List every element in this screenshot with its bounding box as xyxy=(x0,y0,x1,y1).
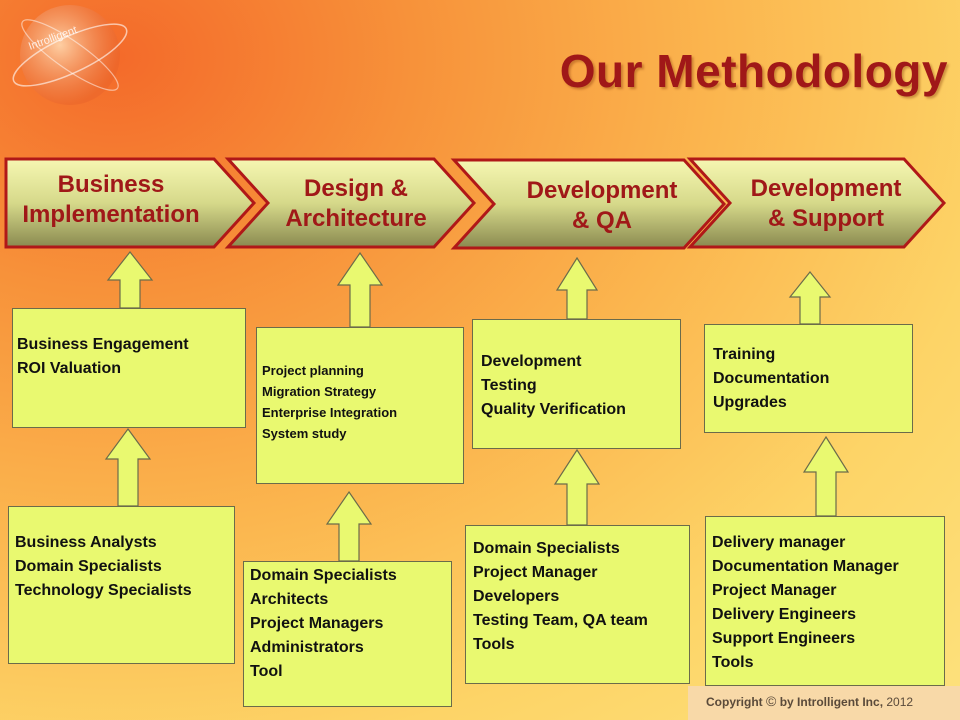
activity-item: Documentation xyxy=(713,370,830,387)
resource-item: Domain Specialists xyxy=(473,540,620,557)
up-arrow-icon xyxy=(553,448,601,526)
resource-item: Business Analysts xyxy=(15,534,157,551)
stage-label-development-support: Development & Support xyxy=(728,174,924,234)
activity-box-development-support: Training Documentation Upgrades xyxy=(704,324,913,433)
activity-box-development-qa: Development Testing Quality Verification xyxy=(472,319,681,449)
stage-label-development-qa: Development & QA xyxy=(506,176,698,236)
stage-chevron-4 xyxy=(686,157,947,249)
copyright-prefix: Copyright xyxy=(706,695,763,709)
stage-label-line: Implementation xyxy=(22,201,200,228)
resource-item: Testing Team, QA team xyxy=(473,612,648,629)
up-arrow-icon xyxy=(106,251,154,309)
resource-item: Developers xyxy=(473,588,560,605)
stage-label-line: & Support xyxy=(768,205,884,232)
resource-item: Technology Specialists xyxy=(15,582,192,599)
resource-item: Delivery manager xyxy=(712,534,846,551)
stage-chevrons xyxy=(4,157,947,250)
stage-label-line: Architecture xyxy=(285,205,427,232)
resource-item: Delivery Engineers xyxy=(712,606,857,623)
resource-item: Domain Specialists xyxy=(15,558,162,575)
page-title: Our Methodology xyxy=(559,45,948,97)
resource-item: Project Managers xyxy=(250,615,384,632)
activity-item: Training xyxy=(713,346,776,363)
stage-label-design-architecture: Design & Architecture xyxy=(258,174,454,234)
resource-box-development-qa: Domain Specialists Project Manager Devel… xyxy=(465,525,690,684)
stage-label-line: Development xyxy=(750,175,902,202)
copyright-year: 2012 xyxy=(886,695,914,709)
resource-item: Domain Specialists xyxy=(250,567,397,584)
activity-item: ROI Valuation xyxy=(17,360,122,377)
activity-item: System study xyxy=(262,426,347,441)
stage-label-line: Design & xyxy=(303,175,408,202)
stage-chevron-3 xyxy=(450,158,727,250)
stage-label-business-implementation: Business Implementation xyxy=(8,170,214,230)
activity-item: Upgrades xyxy=(713,394,787,411)
stage-chevron-1 xyxy=(4,157,257,249)
activity-box-design-architecture: Project planning Migration Strategy Ente… xyxy=(256,327,464,484)
copyright-icon: © xyxy=(766,693,777,709)
resource-item: Administrators xyxy=(250,639,364,656)
up-arrow-icon xyxy=(104,427,152,507)
stage-label-line: Development xyxy=(526,177,678,204)
stage-label-line: Business xyxy=(57,171,165,198)
activity-item: Enterprise Integration xyxy=(262,405,398,420)
up-arrow-icon xyxy=(336,251,384,328)
activity-item: Business Engagement xyxy=(17,336,189,353)
stage-chevron-2 xyxy=(224,157,477,249)
activity-item: Migration Strategy xyxy=(262,384,377,399)
resource-box-business-implementation: Business Analysts Domain Specialists Tec… xyxy=(8,506,235,664)
up-arrow-icon xyxy=(802,435,850,517)
up-arrow-icon xyxy=(788,271,832,325)
resource-item: Support Engineers xyxy=(712,630,856,647)
globe-logo-icon: Introlligent xyxy=(12,5,128,105)
up-arrow-icon xyxy=(555,256,599,320)
resource-item: Project Manager xyxy=(712,582,837,599)
resource-box-design-architecture: Domain Specialists Architects Project Ma… xyxy=(243,561,452,707)
resource-item: Project Manager xyxy=(473,564,598,581)
resource-item: Tools xyxy=(473,636,515,653)
resource-item: Architects xyxy=(250,591,329,608)
resource-item: Tool xyxy=(250,663,283,680)
copyright-footer: Copyright © by Introlligent Inc, 2012 xyxy=(688,686,960,720)
activity-item: Quality Verification xyxy=(481,401,626,418)
resource-item: Tools xyxy=(712,654,754,671)
copyright-text: by Introlligent Inc, xyxy=(779,695,884,709)
resource-item: Documentation Manager xyxy=(712,558,899,575)
activity-item: Project planning xyxy=(262,363,364,378)
stage-label-line: & QA xyxy=(572,207,632,234)
activity-item: Testing xyxy=(481,377,537,394)
activity-box-business-implementation: Business Engagement ROI Valuation xyxy=(12,308,246,428)
activity-item: Development xyxy=(481,353,582,370)
resource-box-development-support: Delivery manager Documentation Manager P… xyxy=(705,516,945,686)
up-arrow-icon xyxy=(325,490,373,562)
